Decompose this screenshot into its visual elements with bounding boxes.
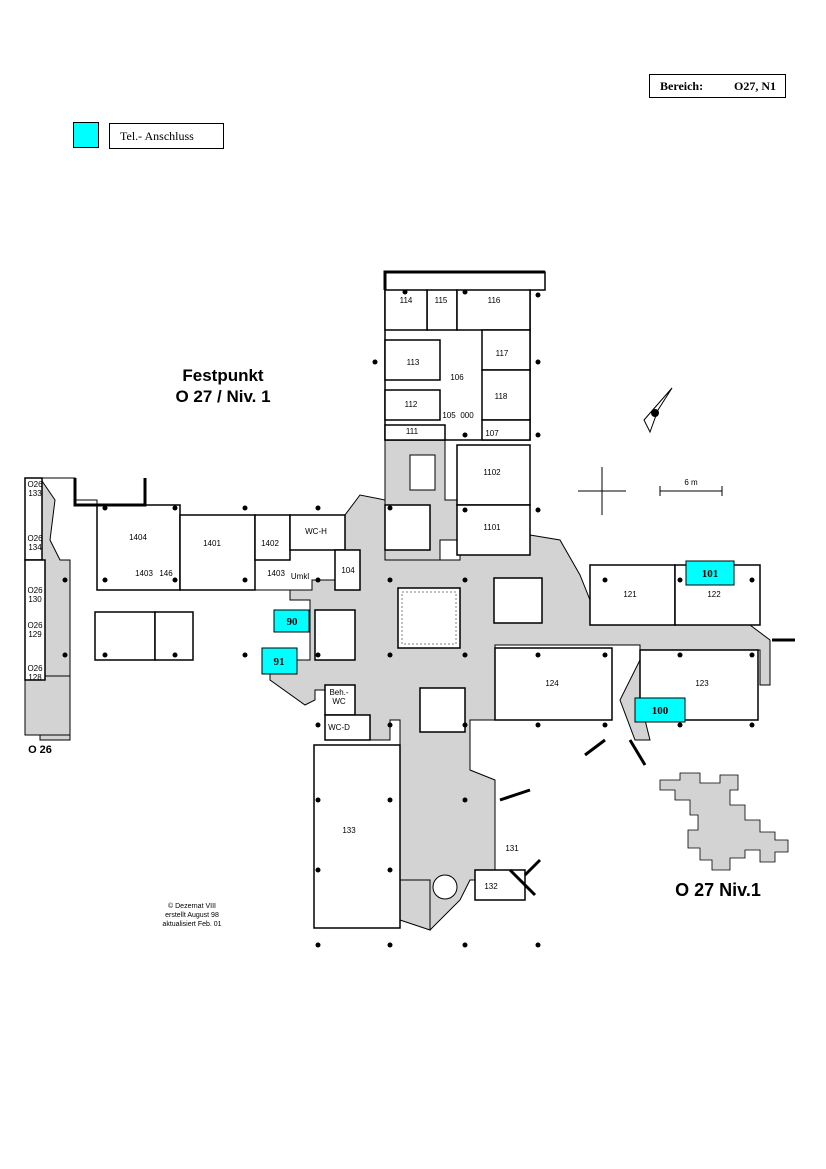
room-label: 146: [159, 569, 173, 578]
room-label: 116: [488, 296, 501, 305]
room-label: 123: [695, 679, 709, 688]
area-value: O27, N1: [734, 79, 776, 93]
room-label: 1403: [135, 569, 153, 578]
room-label: 115: [435, 296, 448, 305]
room-label: 124: [545, 679, 559, 688]
room-label: 000: [460, 411, 474, 420]
room-label: 121: [623, 590, 637, 599]
room-label: 107: [485, 429, 499, 438]
columns: [62, 289, 755, 948]
room-label: 1102: [483, 468, 501, 477]
room-label: 130: [28, 595, 42, 604]
room-label: 111: [406, 427, 419, 436]
room-label: 1401: [203, 539, 221, 548]
credit-line: © Dezernat VIII: [168, 902, 216, 910]
key-map-icon: [659, 772, 789, 871]
north-arrow-icon: [643, 387, 673, 434]
room-label: O26: [27, 664, 43, 673]
room-label: 133: [342, 826, 356, 835]
legend-box: Tel.- Anschluss: [109, 123, 224, 149]
room-label: WC: [332, 697, 346, 706]
rooms: [24, 270, 795, 929]
room-label: 105: [442, 411, 456, 420]
room-label: Beh.-: [329, 688, 348, 697]
room-label: 129: [28, 630, 42, 639]
room-label: 131: [505, 844, 519, 853]
phone-marker-label: 91: [274, 656, 285, 668]
neighbor-building-label: O 26: [28, 744, 52, 756]
room-label: O26: [27, 586, 43, 595]
room-label: 128: [28, 673, 42, 682]
phone-marker: [685, 560, 735, 586]
room-label: O26: [27, 534, 43, 543]
room-label: WC-D: [328, 723, 350, 732]
fixpoint-title-line2: O 27 / Niv. 1: [175, 387, 270, 406]
scale-label: 6 m: [684, 478, 698, 487]
room-label: 106: [450, 373, 464, 382]
room-label: 113: [407, 358, 420, 367]
room-label: 118: [495, 392, 508, 401]
phone-markers: 90 91 101 100: [261, 560, 735, 723]
room-label: Umkl: [291, 572, 309, 581]
area-box: Bereich: O27, N1: [649, 74, 786, 98]
fixpoint-title-line1: Festpunkt: [182, 366, 264, 385]
room-label: O26: [27, 480, 43, 489]
legend-swatch: [73, 122, 99, 148]
room-label: 1403: [267, 569, 285, 578]
building-title: O 27 Niv.1: [675, 880, 761, 900]
credit-line: erstellt August 98: [165, 912, 219, 919]
phone-marker: [634, 697, 686, 723]
crosshair-icon: [578, 467, 626, 515]
room-label: 122: [707, 590, 721, 599]
room-label: 114: [400, 296, 413, 305]
room-label: 132: [484, 882, 498, 891]
scale-bar: [659, 486, 723, 496]
phone-marker-label: 100: [652, 705, 669, 717]
room-label: 1404: [129, 533, 147, 542]
room-label: 133: [28, 489, 42, 498]
phone-marker-label: 90: [287, 616, 299, 628]
room-label: 1101: [483, 523, 501, 532]
phone-marker: [261, 647, 298, 675]
room-label: O26: [27, 621, 43, 630]
legend-label: Tel.- Anschluss: [120, 129, 194, 143]
area-label: Bereich:: [660, 79, 704, 93]
room-label: WC-H: [305, 527, 327, 536]
room-label: 112: [405, 400, 418, 409]
room-label: 134: [28, 543, 42, 552]
room-label: 117: [496, 349, 509, 358]
credit-line: aktualisiert Feb. 01: [162, 921, 221, 928]
phone-marker-label: 101: [702, 568, 719, 580]
room-labels: 114 115 116 117 113 106 112 105 000 118 …: [27, 296, 721, 891]
phone-marker: [273, 609, 310, 633]
room-label: 1402: [261, 539, 279, 548]
room-label: 104: [341, 566, 355, 575]
